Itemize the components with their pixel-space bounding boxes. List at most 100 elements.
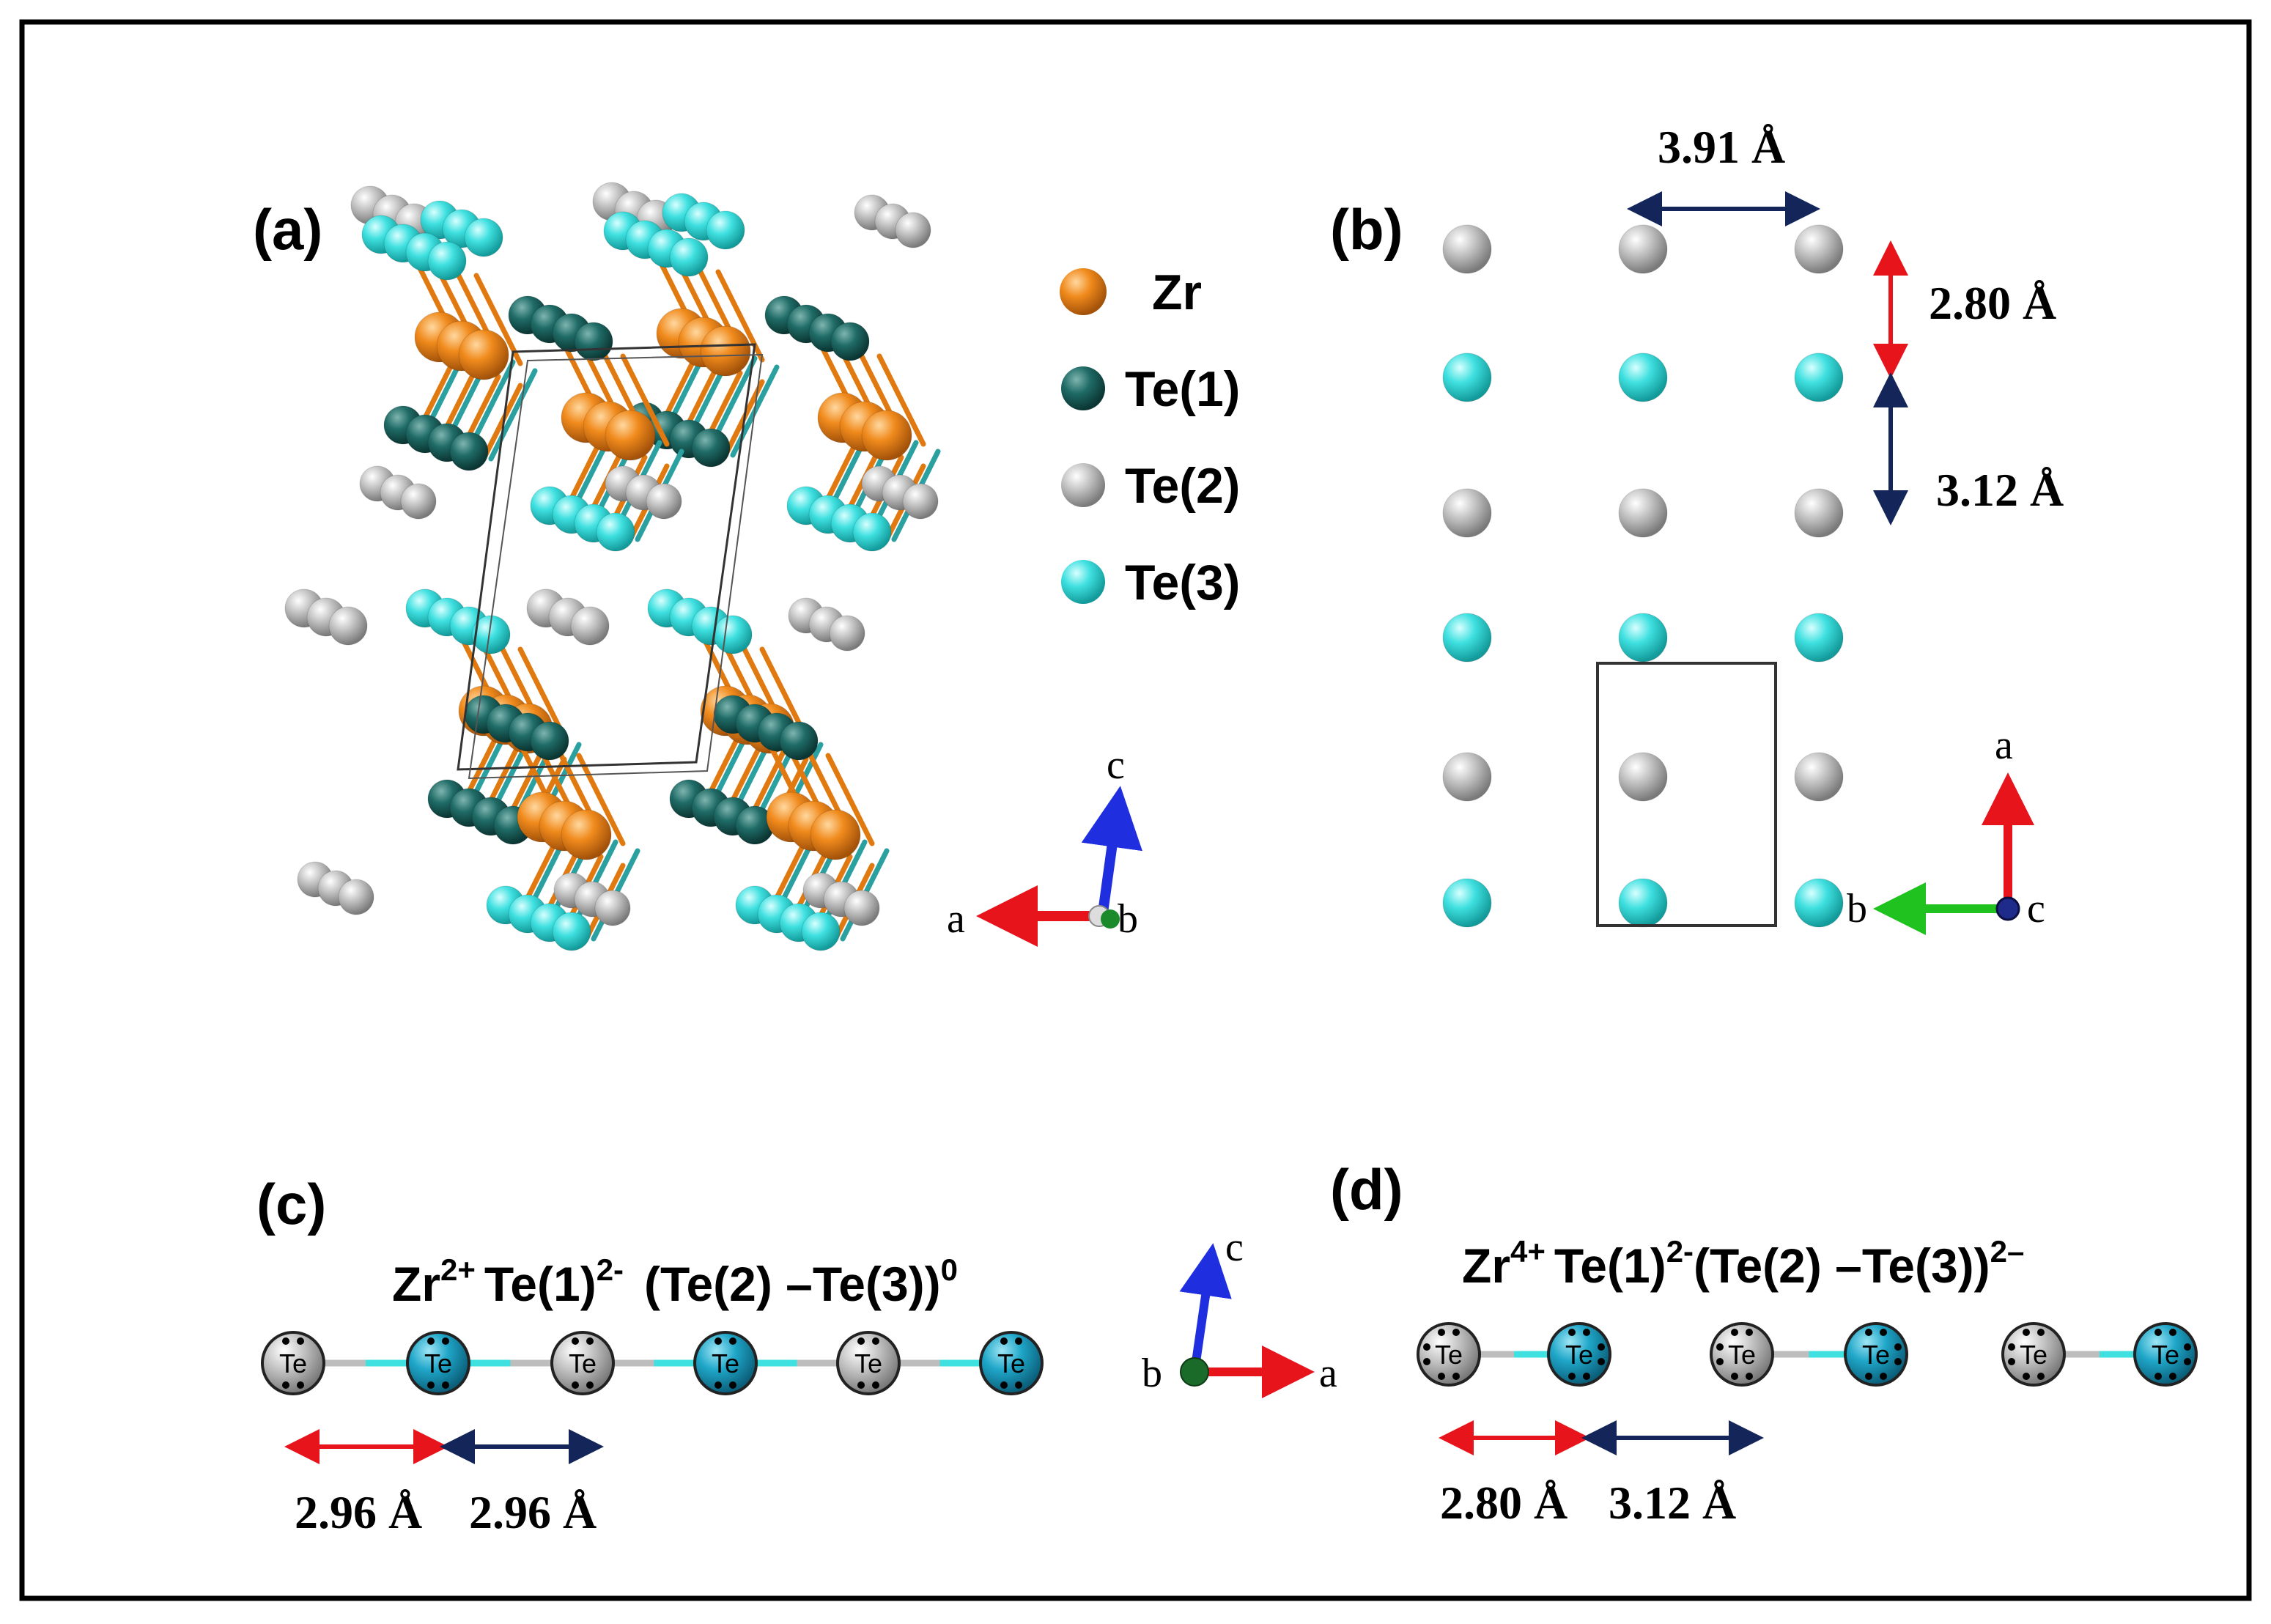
panel-c-atom-te2	[836, 1331, 901, 1395]
panel-b-atom-te3	[1794, 613, 1844, 662]
legend-item-te3: Te(3)	[1061, 555, 1240, 610]
panel-b-label: (b)	[1330, 197, 1403, 262]
panel-a-atom-te2	[843, 890, 880, 926]
legend-item-te2: Te(2)	[1061, 458, 1240, 514]
panel-a-atom-te3	[706, 210, 745, 250]
panel-d-electron-dot	[1731, 1329, 1738, 1336]
panel-d-label: (d)	[1330, 1157, 1403, 1222]
panel-c-electron-dot	[1015, 1337, 1022, 1345]
panel-d-electron-dot	[2154, 1373, 2162, 1380]
panel-a-atom-te2	[338, 879, 374, 915]
panel-d-formula-chain: (Te(2) –Te(3))	[1694, 1239, 1990, 1293]
panel-a-axis-c-label: c	[1107, 742, 1125, 788]
panel-d-atom-te3	[1844, 1322, 1908, 1387]
panel-d-atom-label: Te	[1862, 1340, 1890, 1370]
panel-c-electron-dot	[442, 1381, 449, 1389]
panel-c-electron-dot	[1000, 1337, 1008, 1345]
legend-item-te1: Te(1)	[1061, 361, 1240, 417]
panel-d-electron-dot	[1880, 1373, 1887, 1380]
panel-c-atom-label: Te	[854, 1348, 882, 1378]
panel-c-electron-dot	[729, 1337, 736, 1345]
panel-d-formula-te1: Te(1)	[1554, 1239, 1666, 1293]
panel-d-electron-dot	[1880, 1329, 1887, 1336]
panel-d-atom-te2	[1710, 1322, 1774, 1387]
panel-d-dist-2: 3.12 Å	[1609, 1477, 1736, 1529]
panel-d-electron-dot	[1583, 1373, 1590, 1380]
panel-c-dist-2: 2.96 Å	[469, 1486, 597, 1538]
panel-d-electron-dot	[1452, 1373, 1460, 1380]
panel-b-axis-c-label: c	[2027, 886, 2045, 931]
panel-c-axis-c-arrow	[1179, 1243, 1232, 1373]
panel-c-dist-1: 2.96 Å	[295, 1486, 422, 1538]
panel-b-atom-te3	[1618, 613, 1668, 662]
panel-d-formula-chain-charge: 2–	[1990, 1234, 2025, 1269]
panel-d-formula-zr-charge: 4+	[1510, 1234, 1546, 1269]
panel-d-atom-label: Te	[1435, 1340, 1463, 1370]
panel-c-electron-dot	[1015, 1381, 1022, 1389]
panel-b-axis-a-label: a	[1995, 723, 2013, 768]
panel-d-electron-dot	[2184, 1358, 2191, 1365]
panel-c-atom-te3	[693, 1331, 758, 1395]
panel-c-atom-label: Te	[997, 1348, 1025, 1378]
panel-d-electron-dot	[1598, 1343, 1605, 1351]
panel-a-unit-cell	[457, 343, 756, 771]
panel-c-atom-te3	[979, 1331, 1044, 1395]
panel-a-atom-te3	[713, 615, 753, 654]
panel-b-atom-te3	[1442, 878, 1492, 928]
panel-c-formula-chain-charge: 0	[941, 1252, 958, 1287]
panel-a-atom-te2	[902, 483, 939, 520]
panel-c-electron-dot	[586, 1337, 594, 1345]
legend-te1-swatch	[1061, 366, 1105, 410]
panel-d-formula: Zr4+Te(1)2-(Te(2) –Te(3))2–	[1462, 1234, 2024, 1293]
panel-c-axes: b a c	[1142, 1225, 1337, 1398]
panel-a-bond	[517, 646, 567, 740]
panel-d-electron-dot	[2169, 1373, 2176, 1380]
panel-a-bond	[473, 273, 523, 366]
panel-a-atom-te3	[427, 241, 467, 281]
panel-a-unit-cell-back	[468, 353, 764, 780]
panel-c-electron-dot	[572, 1337, 579, 1345]
panel-d-electron-dot	[1583, 1329, 1590, 1336]
panel-c-electron-dot	[857, 1381, 865, 1389]
panel-c-electron-dot	[714, 1381, 722, 1389]
panel-b-atom-te2	[1618, 224, 1668, 274]
panel-d-electron-dot	[1716, 1358, 1724, 1365]
panel-d-electron-dot	[1731, 1373, 1738, 1380]
panel-d-electron-dot	[1423, 1358, 1430, 1365]
panel-a-atom-zr	[861, 410, 912, 461]
panel-d-electron-dot	[1568, 1373, 1576, 1380]
panel-b-axis-b-label: b	[1847, 886, 1867, 931]
panel-a-atom-zr	[458, 329, 509, 380]
panel-d-electron-dot	[1716, 1343, 1724, 1351]
legend-te2-swatch	[1061, 463, 1105, 507]
panel-c-electron-dot	[442, 1337, 449, 1345]
panel-d-atom-label: Te	[1565, 1340, 1593, 1370]
panel-c-atom-label: Te	[424, 1348, 452, 1378]
panel-a-atom-te3	[552, 912, 591, 951]
panel-c-formula: Zr2+Te(1)2-(Te(2) –Te(3))0	[392, 1252, 958, 1311]
panel-d-electron-dot	[1438, 1373, 1445, 1380]
panel-a-atom-te3	[464, 218, 503, 257]
panel-c-axis-b-label: b	[1142, 1351, 1162, 1396]
panel-d-electron-dot	[1423, 1343, 1430, 1351]
panel-c-electron-dot	[586, 1381, 594, 1389]
panel-c-label: (c)	[256, 1172, 326, 1236]
panel-b-atom-te3	[1442, 353, 1492, 402]
panel-c: (c) Zr2+Te(1)2-(Te(2) –Te(3))0 Te Te Te Te T…	[256, 1172, 1337, 1538]
panel-d-electron-dot	[1746, 1329, 1753, 1336]
panel-c-atom-label: Te	[569, 1348, 597, 1378]
panel-d-atom-te2	[2001, 1322, 2066, 1387]
panel-d-electron-dot	[1894, 1343, 1902, 1351]
panel-c-atom-label: Te	[279, 1348, 307, 1378]
panel-a-bond	[825, 753, 875, 846]
panel-d-atom-te2	[1417, 1322, 1481, 1387]
panel-b-unit-cell	[1596, 662, 1777, 927]
panel-d-electron-dot	[2184, 1343, 2191, 1351]
panel-a-atom-zr	[810, 809, 861, 860]
panel-b-atom-te3	[1442, 613, 1492, 662]
panel-d-electron-dot	[2008, 1343, 2015, 1351]
panel-b-atom-te2	[1794, 488, 1844, 538]
panel-a-atom-te2	[646, 483, 682, 520]
panel-a-atom-te1	[691, 428, 731, 468]
panel-a-atom-te1	[449, 432, 489, 471]
